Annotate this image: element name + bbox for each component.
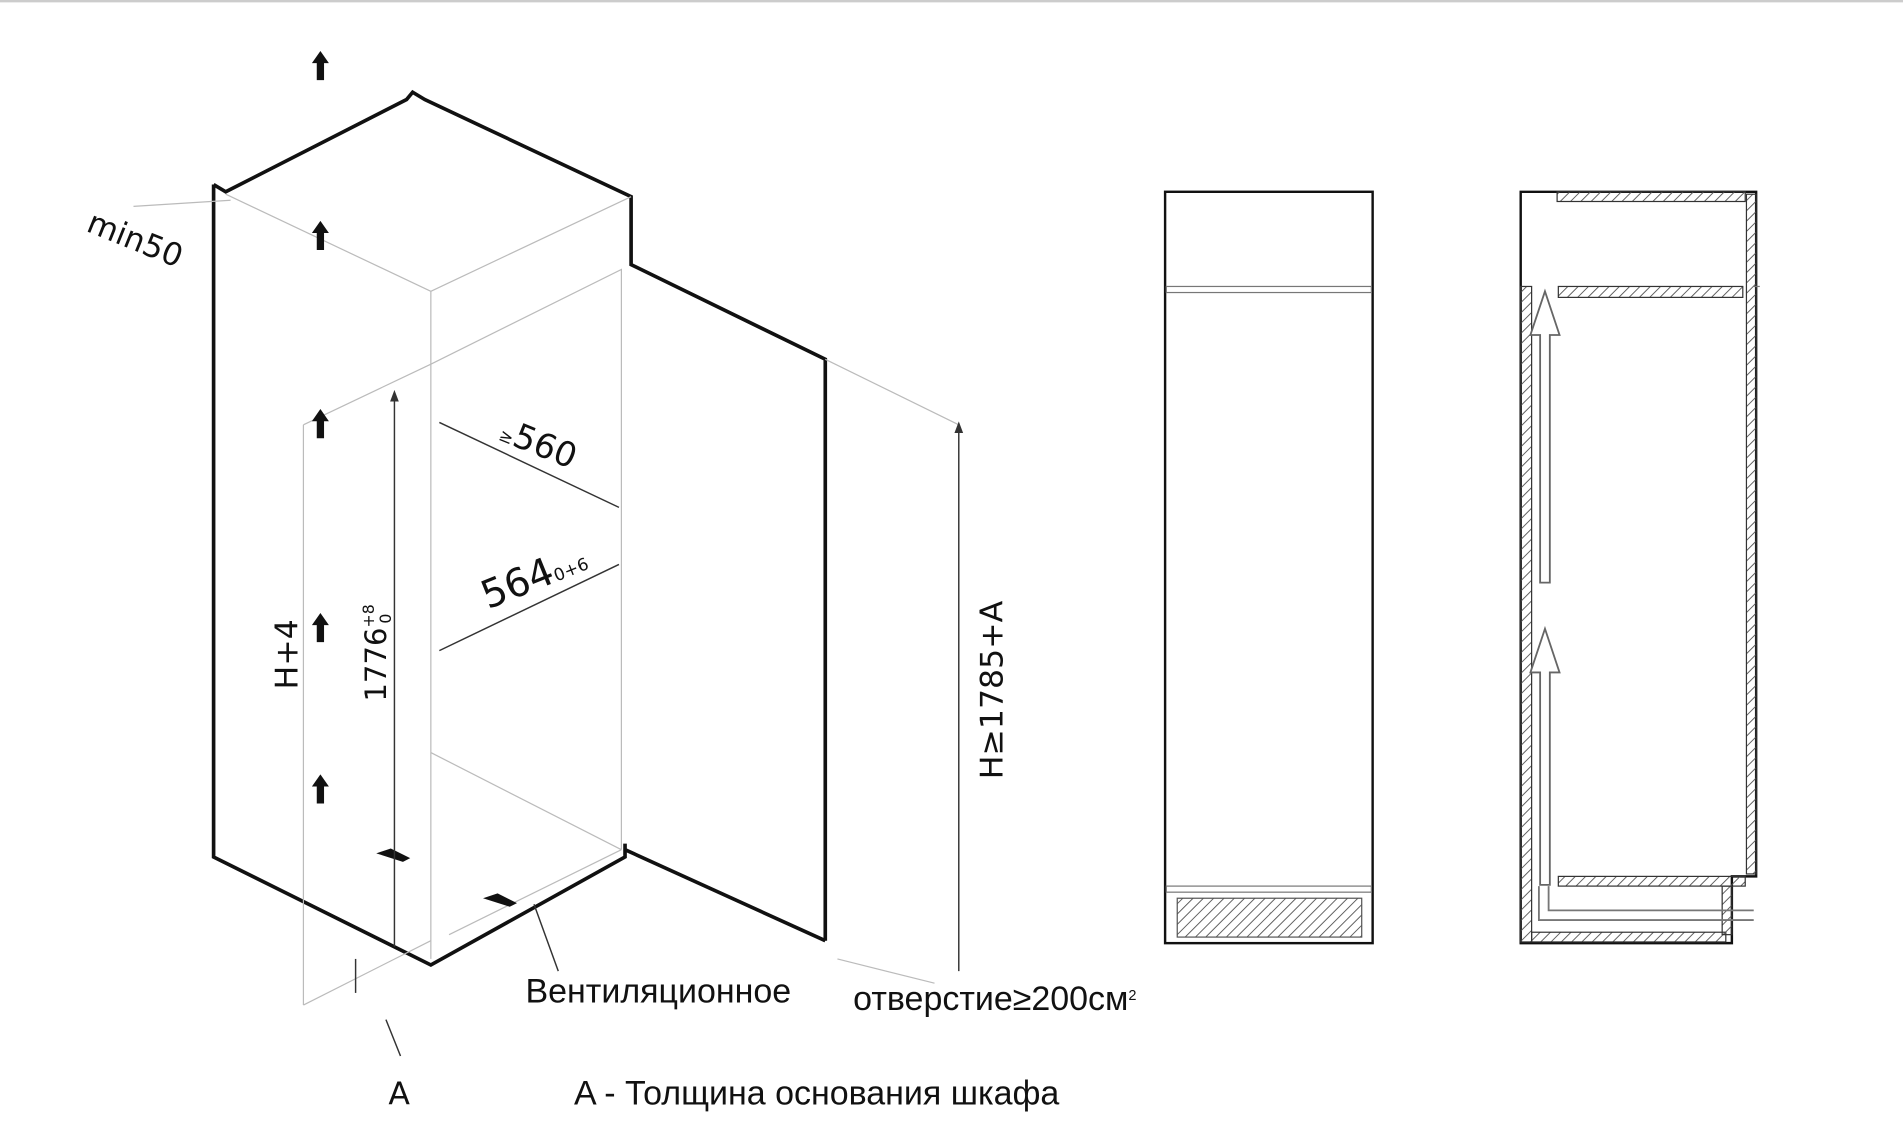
- front-view: [1163, 190, 1374, 945]
- niche-tol-lower: 0: [376, 614, 395, 624]
- vent-sup: 2: [1128, 988, 1136, 1004]
- airflow-arrow-up-icon: [1529, 288, 1561, 584]
- a-legend: A - Толщина основания шкафа: [574, 1075, 1059, 1113]
- depth-label: ≥560: [494, 411, 582, 478]
- depth-value: 560: [507, 416, 582, 477]
- arrow-in-icon: [483, 893, 518, 907]
- arrow-in-icon: [376, 848, 411, 862]
- side-section-view: [1519, 190, 1760, 945]
- a-label: A: [388, 1077, 410, 1113]
- airflow-arrow-up-icon: [1529, 625, 1561, 886]
- min-gap-label: min50: [82, 205, 188, 276]
- guide-lines: [133, 193, 960, 1006]
- vent-label-2: отверстие≥200см2: [853, 980, 1136, 1018]
- vent-area: отверстие≥200см: [853, 980, 1128, 1018]
- niche-height-value: 1776: [359, 627, 393, 701]
- arrow-up-icon: [311, 220, 329, 251]
- total-height-label: H≥1785+A: [974, 600, 1010, 779]
- airflow-arrows: [311, 50, 518, 907]
- h4-label: H+4: [269, 619, 305, 689]
- width-value: 564: [475, 549, 561, 618]
- vent-label: Вентиляционное: [526, 973, 792, 1011]
- arrow-up-icon: [311, 612, 329, 643]
- niche-height-label: 1776+80: [359, 604, 395, 701]
- ge-symbol: ≥: [496, 425, 517, 449]
- arrow-up-icon: [311, 50, 329, 81]
- niche-tol-upper: +8: [359, 604, 378, 627]
- vent-grille: [1176, 897, 1363, 938]
- arrow-up-icon: [311, 774, 329, 804]
- width-tolerance: 0+6: [551, 554, 592, 586]
- cabinet-isometric: min50 ≥560 5640+6 1776+80 H+4 H≥1785+A В…: [82, 50, 1136, 1113]
- width-label: 5640+6: [475, 536, 594, 619]
- arrow-up-icon: [311, 409, 329, 439]
